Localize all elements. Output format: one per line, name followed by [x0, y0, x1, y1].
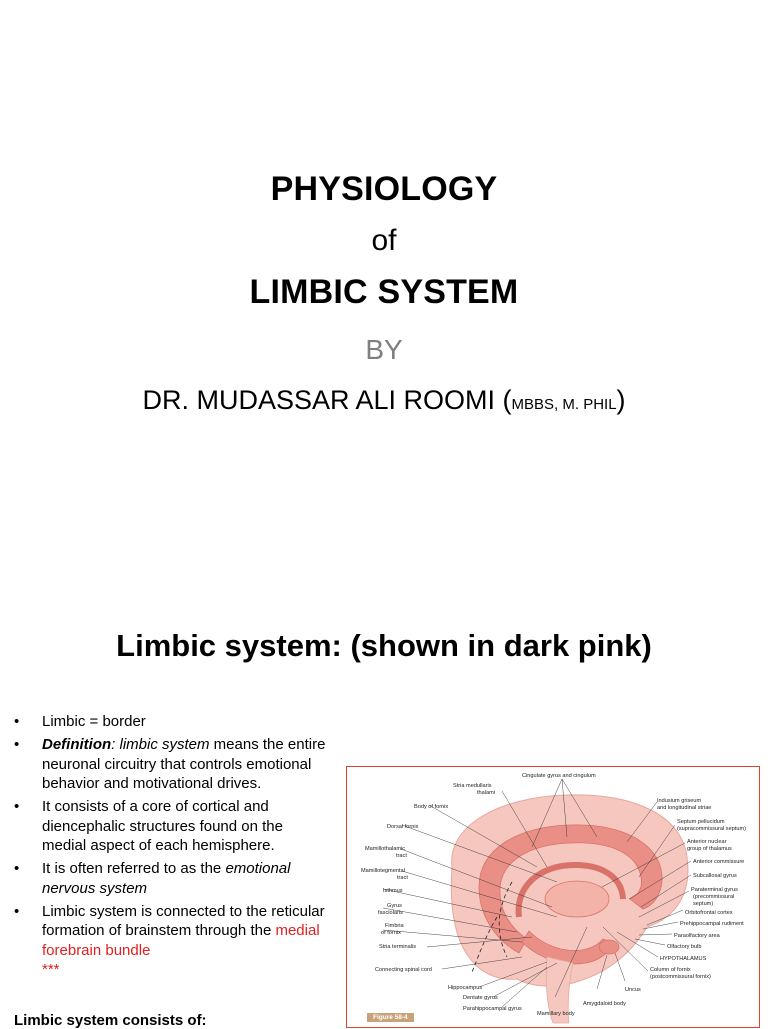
brainstem: [545, 956, 574, 1024]
bullet-text: Limbic system is connected to the reticu…: [42, 902, 325, 940]
label-stria-medullaris: Stria medullaris: [453, 783, 492, 789]
author-close-paren: ): [616, 385, 626, 415]
label-hippocampus: Hippocampus: [448, 985, 482, 991]
label-body-fornix: Body of fornix: [414, 804, 448, 810]
label-of-fornix: of fornix: [381, 930, 401, 936]
definition-term: Definition: [42, 736, 112, 753]
label-isthmus: Isthmus: [383, 888, 403, 894]
label-thalami: thalami: [477, 790, 495, 796]
stars: ***: [42, 961, 60, 978]
label-stria-terminalis: Stria terminalis: [379, 944, 416, 950]
label-mamillotegmental-tract: tract: [397, 875, 408, 881]
leader-lines: [382, 778, 692, 1008]
bullet-marker: •: [14, 798, 20, 815]
bullet-text: Limbic = border: [42, 713, 146, 730]
label-septum-2: (supracommissural septum): [677, 826, 746, 832]
title-physiology: PHYSIOLOGY: [270, 170, 498, 208]
title-slide: PHYSIOLOGY of LIMBIC SYSTEM BY DR. MUDAS…: [0, 170, 768, 416]
label-dorsal-fornix: Dorsal fornix: [387, 824, 419, 830]
amygdala: [598, 939, 620, 955]
bullet-italic: emotional nervous system: [42, 860, 291, 897]
label-orbitofrontal: Orbitofrontal cortex: [685, 910, 733, 916]
title-of: of: [371, 224, 397, 257]
author-line: DR. MUDASSAR ALI ROOMI (MBBS, M. PHIL): [0, 385, 768, 416]
by-label: BY: [365, 334, 403, 365]
label-mamillothalamic-tract: tract: [396, 853, 407, 859]
bullet-item: • Definition: limbic system means the en…: [14, 735, 330, 794]
brain-diagram: Cingulate gyrus and cingulum Stria medul…: [361, 773, 746, 1024]
bullet-item: • It is often referred to as the emotion…: [14, 859, 330, 898]
author-qualifications: MBBS, M. PHIL: [511, 396, 617, 413]
label-uncus: Uncus: [625, 987, 641, 993]
bullet-item: • Limbic = border: [14, 712, 330, 732]
label-mamillary: Mamillary body: [537, 1011, 575, 1017]
bullet-marker: •: [14, 860, 20, 877]
label-cingulate: Cingulate gyrus and cingulum: [522, 773, 596, 779]
label-anterior-nuclear-2: group of thalamus: [687, 846, 732, 852]
label-column-fornix: Column of fornix: [650, 967, 691, 973]
label-fasciolaris: fasciolaris: [378, 910, 403, 916]
label-paraolfactory: Paraolfactory area: [674, 933, 721, 939]
label-olfactory: Olfactory bulb: [667, 944, 702, 950]
bullet-marker: •: [14, 713, 20, 730]
limbic-figure: Cingulate gyrus and cingulum Stria medul…: [346, 766, 760, 1028]
label-indusium: Indusium griseum: [657, 798, 701, 804]
label-dentate: Dentate gyrus: [463, 995, 498, 1001]
label-subcallosal: Subcallosal gyrus: [693, 873, 737, 879]
bullet-item: • Limbic system is connected to the reti…: [14, 902, 330, 980]
bullet-item: • It consists of a core of cortical and …: [14, 797, 330, 856]
dashed-path: [498, 881, 513, 958]
limbic-system-slide: Limbic system: (shown in dark pink) • Li…: [0, 576, 768, 1029]
label-connecting-spinal-cord: Connecting spinal cord: [375, 967, 432, 973]
slide-title: Limbic system: (shown in dark pink): [116, 628, 652, 663]
figure-tag: Figure 58-4: [367, 1013, 414, 1022]
label-gyrus: Gyrus: [387, 903, 402, 909]
bullet-list: • Limbic = border • Definition: limbic s…: [14, 712, 330, 983]
definition-italic: limbic system: [119, 736, 210, 753]
bullet-marker: •: [14, 902, 20, 920]
label-mamillothalamic: Mamillothalamic: [365, 846, 405, 852]
bullet-text: It consists of a core of cortical and di…: [42, 798, 283, 854]
author-name: DR. MUDASSAR ALI ROOMI (: [142, 385, 512, 415]
label-septum: Septum pellucidum: [677, 819, 725, 825]
label-paraterminal: Paraterminal gyrus: [691, 887, 738, 893]
label-column-fornix-2: (postcommissural fornix): [650, 974, 711, 980]
title-limbic-system: LIMBIC SYSTEM: [249, 273, 519, 311]
label-parahippocampal: Parahippocampal gyrus: [463, 1006, 522, 1012]
medial-forebrain-bundle: medial forebrain bundle: [42, 922, 320, 959]
label-prehippocampal: Prehippocampal rudiment: [680, 921, 744, 927]
definition-colon: :: [111, 736, 120, 753]
label-paraterminal-3: septum): [693, 901, 713, 907]
fornix-arc: [515, 861, 626, 918]
label-hypothalamus: HYPOTHALAMUS: [660, 956, 707, 962]
label-paraterminal-2: (precommissural: [693, 894, 734, 900]
label-mamillotegmental: Mamillotegmental: [361, 868, 405, 874]
label-indusium-2: and longitudinal striae: [657, 805, 711, 811]
bullet-text: It is often referred to as the: [42, 860, 226, 877]
label-amygdaloid: Amygdaloid body: [583, 1001, 626, 1007]
bullet-marker: •: [14, 736, 20, 753]
thalamus: [544, 880, 610, 918]
label-anterior-commissure: Anterior commissure: [693, 859, 744, 865]
cingulate-band: [478, 824, 663, 954]
diagram-labels: Cingulate gyrus and cingulum Stria medul…: [361, 773, 746, 1017]
label-fimbria: Fimbria: [385, 923, 405, 929]
label-anterior-nuclear: Anterior nuclear: [687, 839, 727, 845]
consists-heading: Limbic system consists of:: [14, 1012, 207, 1029]
definition-text: means the entire neuronal circuitry that…: [42, 736, 326, 792]
